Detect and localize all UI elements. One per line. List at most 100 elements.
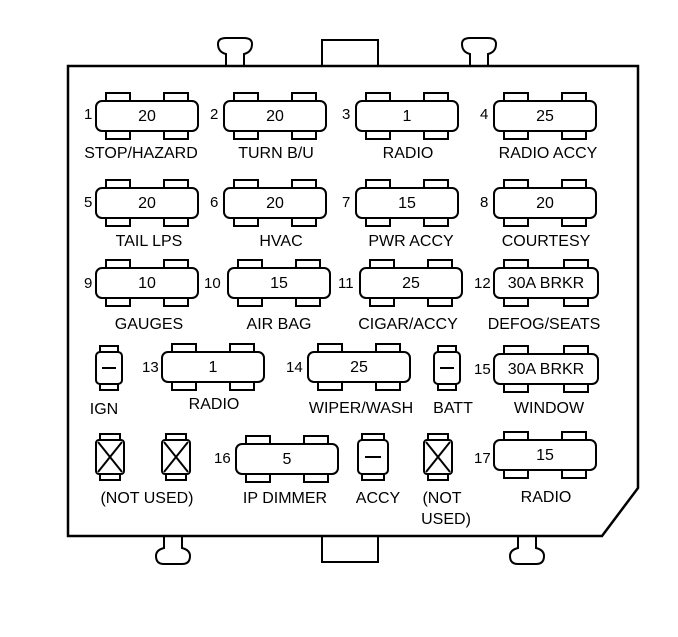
top-connector xyxy=(321,39,379,66)
fuse-label: AIR BAG xyxy=(247,316,312,333)
fuse-body xyxy=(227,259,331,307)
fuse-rating: 20 xyxy=(138,195,156,212)
bottom-connector xyxy=(321,536,379,563)
fuse-number: 2 xyxy=(210,106,218,123)
fuse-body xyxy=(307,343,411,391)
fuse-rating: 15 xyxy=(398,195,416,212)
fuse-rating: 20 xyxy=(138,108,156,125)
fuse-body xyxy=(493,179,597,227)
fuse-body xyxy=(95,92,199,140)
fuse-label: CIGAR/ACCY xyxy=(358,316,458,333)
fuse-rating: 1 xyxy=(403,108,412,125)
fuse-number: 11 xyxy=(338,275,354,292)
top-mounting-tab-left xyxy=(216,37,254,66)
relay-label-ign: IGN xyxy=(90,401,118,418)
fuse-body xyxy=(493,345,599,393)
fuse-label: HVAC xyxy=(259,233,302,250)
fuse-rating: 30A BRKR xyxy=(508,361,584,378)
fuse-label: DEFOG/SEATS xyxy=(488,316,601,333)
fuse-number: 8 xyxy=(480,194,488,211)
fuse-body xyxy=(161,343,265,391)
fuse-rating: 5 xyxy=(283,451,292,468)
fuse-number: 12 xyxy=(474,275,491,292)
fuse-body xyxy=(493,259,599,307)
fuse-label: COURTESY xyxy=(502,233,591,250)
relay-not-used-1 xyxy=(95,433,125,481)
relay-label-not-used-line2: USED) xyxy=(421,511,471,528)
relay-label-not-used-pair: (NOT USED) xyxy=(100,490,193,507)
fuse-rating: 10 xyxy=(138,275,156,292)
fuse-number: 14 xyxy=(286,359,303,376)
fuse-number: 9 xyxy=(84,275,92,292)
relay-not-used-3: (NOT USED) xyxy=(421,433,471,528)
fuse-body xyxy=(493,92,597,140)
fuse-label: GAUGES xyxy=(115,316,183,333)
fuse-rating: 15 xyxy=(536,447,554,464)
relay-accy: ACCY xyxy=(356,433,401,507)
fuse-number: 3 xyxy=(342,106,350,123)
fuse-number: 1 xyxy=(84,106,92,123)
fuse-body xyxy=(359,259,463,307)
fuse-label: IP DIMMER xyxy=(243,490,327,507)
bottom-mounting-tab-left xyxy=(154,536,192,565)
fuse-body xyxy=(355,92,459,140)
fuse-number: 4 xyxy=(480,106,488,123)
fuse-rating: 30A BRKR xyxy=(508,275,584,292)
fuse-number: 13 xyxy=(142,359,159,376)
fuse-block-housing xyxy=(66,64,640,538)
fuse-rating: 25 xyxy=(350,359,368,376)
fuse-body xyxy=(235,435,339,483)
fuse-number: 6 xyxy=(210,194,218,211)
relay-label-not-used-line1: (NOT xyxy=(422,490,461,507)
fuse-label: RADIO xyxy=(521,489,572,506)
fuse-15: 15 30A BRKR WINDOW xyxy=(474,345,599,417)
relay-ign: IGN xyxy=(90,345,123,418)
fuse-number: 10 xyxy=(204,275,221,292)
fuse-label: RADIO xyxy=(189,396,240,413)
fuse-rating: 25 xyxy=(536,108,554,125)
fuse-rating: 1 xyxy=(209,359,218,376)
fuse-body xyxy=(355,179,459,227)
fuse-rating: 20 xyxy=(266,108,284,125)
fuse-body xyxy=(493,431,597,479)
fuse-label: STOP/HAZARD xyxy=(84,145,198,162)
fuse-16: 16 5 IP DIMMER xyxy=(214,435,339,507)
relay-label-batt: BATT xyxy=(433,400,473,417)
fuse-number: 16 xyxy=(214,450,231,467)
fuse-label: TAIL LPS xyxy=(116,233,183,250)
fuse-body xyxy=(95,179,199,227)
fuse-label: TURN B/U xyxy=(238,145,314,162)
relay-batt: BATT xyxy=(433,345,473,417)
fuse-label: WIPER/WASH xyxy=(309,400,413,417)
relay-label-accy: ACCY xyxy=(356,490,401,507)
fuse-12: 12 30A BRKR DEFOG/SEATS xyxy=(474,259,601,333)
fuse-label: WINDOW xyxy=(514,400,585,417)
fuse-rating: 25 xyxy=(402,275,420,292)
bottom-mounting-tab-right xyxy=(508,536,546,565)
fuse-label: PWR ACCY xyxy=(368,233,454,250)
fuse-label: RADIO xyxy=(383,145,434,162)
top-mounting-tab-right xyxy=(460,37,498,66)
fuse-rating: 20 xyxy=(536,195,554,212)
fuse-rating: 15 xyxy=(270,275,288,292)
fuse-body xyxy=(95,259,199,307)
fuse-label: RADIO ACCY xyxy=(499,145,598,162)
fuse-number: 15 xyxy=(474,361,491,378)
fuse-number: 7 xyxy=(342,194,350,211)
relay-not-used-2 xyxy=(161,433,191,481)
